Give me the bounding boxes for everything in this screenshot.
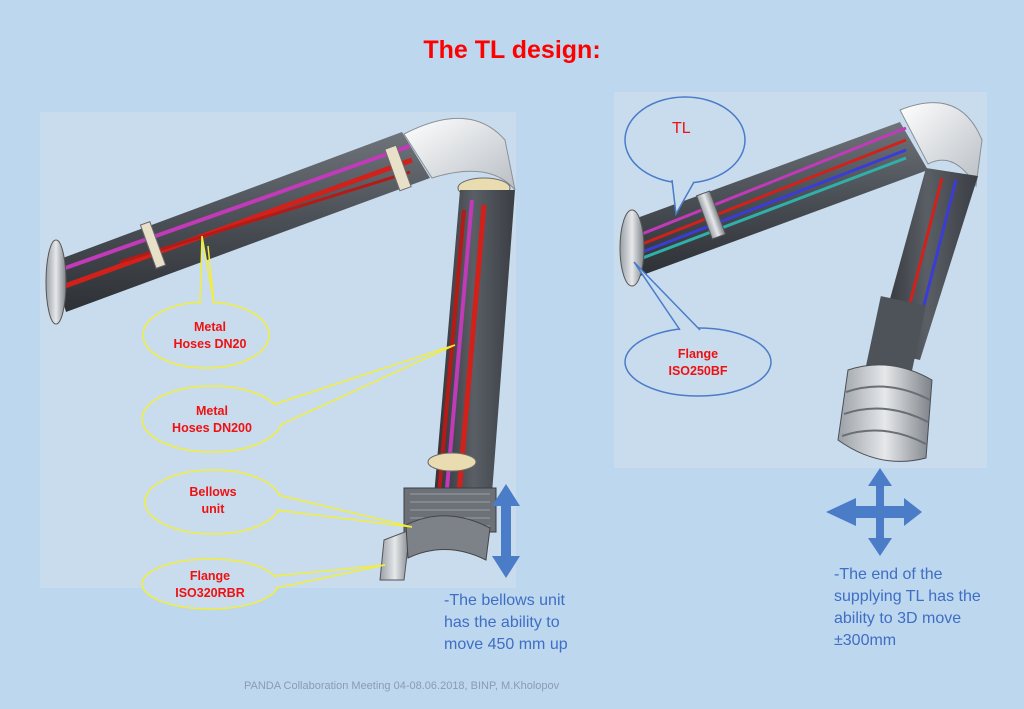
spacer-ring	[139, 221, 167, 269]
label-text: Metal Hoses DN200	[172, 404, 252, 435]
dn20-hose-red	[53, 157, 413, 293]
label-metal-hoses-dn20: Metal Hoses DN20	[150, 319, 270, 353]
slide-title: The TL design:	[423, 36, 601, 64]
label-flange-iso250bf: Flange ISO250BF	[638, 346, 758, 380]
label-metal-hoses-dn200: Metal Hoses DN200	[150, 403, 274, 437]
left-end-flange	[45, 239, 67, 325]
bellows-note: -The bellows unit has the ability to mov…	[444, 592, 568, 653]
left-callouts	[141, 235, 456, 610]
right-callouts	[624, 96, 772, 397]
callout-bubble-tl	[624, 96, 746, 184]
supplying-tl-note: -The end of the supplying TL has the abi…	[834, 566, 981, 649]
right-spacer-ring	[695, 190, 727, 240]
label-bellows-unit: Bellows unit	[153, 484, 273, 518]
right-bottom-flange	[837, 364, 933, 462]
bottom-flange	[379, 529, 411, 581]
label-text: Flange ISO320RBR	[175, 569, 245, 600]
label-text: Bellows unit	[189, 485, 237, 516]
label-text: Metal Hoses DN20	[173, 320, 247, 351]
label-flange-iso320rbr: Flange ISO320RBR	[150, 568, 270, 602]
vertical-motion-arrow	[492, 484, 520, 578]
spacer-ring	[384, 144, 412, 192]
label-text: Flange ISO250BF	[668, 347, 728, 378]
right-elbow	[899, 102, 983, 188]
right-end-flange	[619, 209, 645, 287]
elbow	[403, 117, 516, 191]
vertical-hose-magenta	[444, 199, 474, 501]
3d-motion-arrow	[826, 468, 922, 556]
label-tl: TL	[672, 120, 691, 137]
footer: PANDA Collaboration Meeting 04-08.06.201…	[244, 680, 560, 692]
bottom-flange-ring	[405, 515, 491, 561]
left-transfer-line	[45, 117, 516, 581]
right-transfer-line	[619, 102, 983, 462]
mid-support-plate	[427, 452, 477, 472]
dn20-hose-magenta	[53, 144, 411, 274]
right-lower-section	[864, 296, 926, 384]
dn20-hose-red-2	[119, 170, 411, 264]
